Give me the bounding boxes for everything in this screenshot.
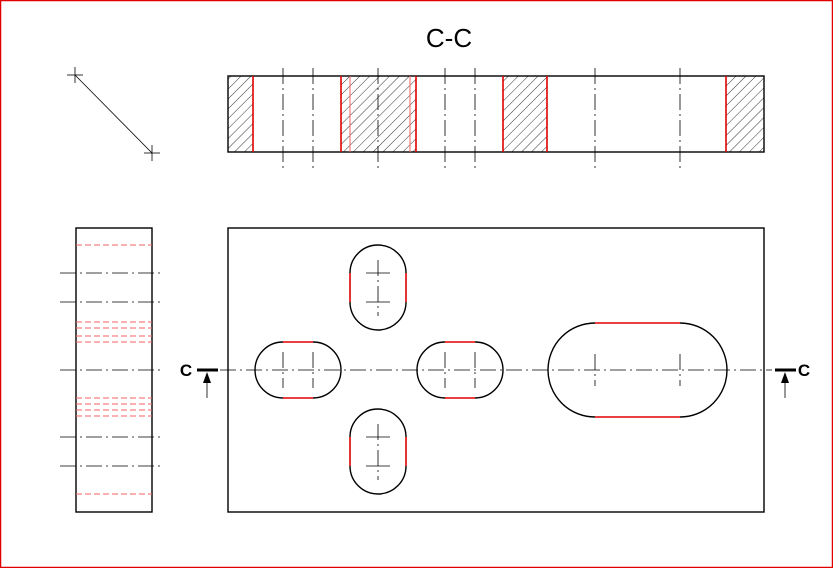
slot-large [547,322,728,418]
slot-left [254,341,342,399]
diagonal-reference [67,67,160,161]
slot-bottom [349,408,407,495]
side-view [60,227,162,513]
section-title: C-C [426,23,472,53]
front-view [220,227,772,513]
section-marker-right: C [775,361,810,398]
section-marker-left: C [180,361,218,398]
section-label-left: C [180,361,192,380]
slot-top [349,244,407,331]
section-label-right: C [798,361,810,380]
section-view [227,68,765,168]
slot-middle [416,341,504,399]
